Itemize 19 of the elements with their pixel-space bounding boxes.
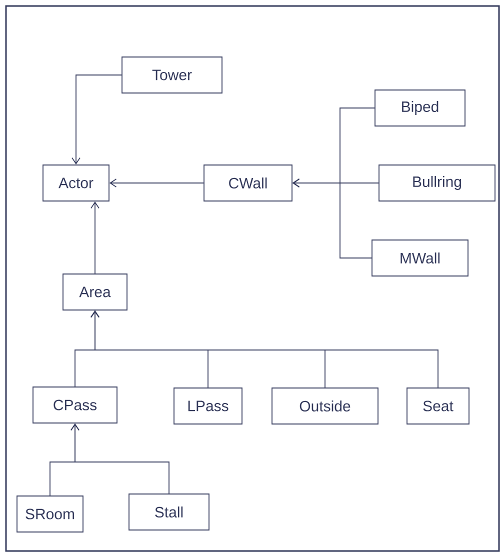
class-box: LPass <box>174 388 242 424</box>
class-box: Outside <box>272 388 378 424</box>
class-box: CPass <box>32 386 118 424</box>
class-box: SRoom <box>16 496 84 532</box>
class-box: Biped <box>374 90 466 126</box>
arrow <box>292 178 372 258</box>
class-box: Area <box>62 274 128 310</box>
class-box: Seat <box>406 388 470 424</box>
arrow <box>109 178 204 188</box>
class-box: Tower <box>122 56 222 94</box>
arrow <box>72 74 122 165</box>
class-box: Bullring <box>378 164 496 202</box>
arrow <box>70 423 170 494</box>
arrow <box>90 310 438 388</box>
class-box: MWall <box>372 240 468 276</box>
class-box: Actor <box>42 164 110 202</box>
arrow <box>90 201 100 274</box>
class-box: Stall <box>128 494 210 530</box>
class-box: CWall <box>204 164 292 202</box>
